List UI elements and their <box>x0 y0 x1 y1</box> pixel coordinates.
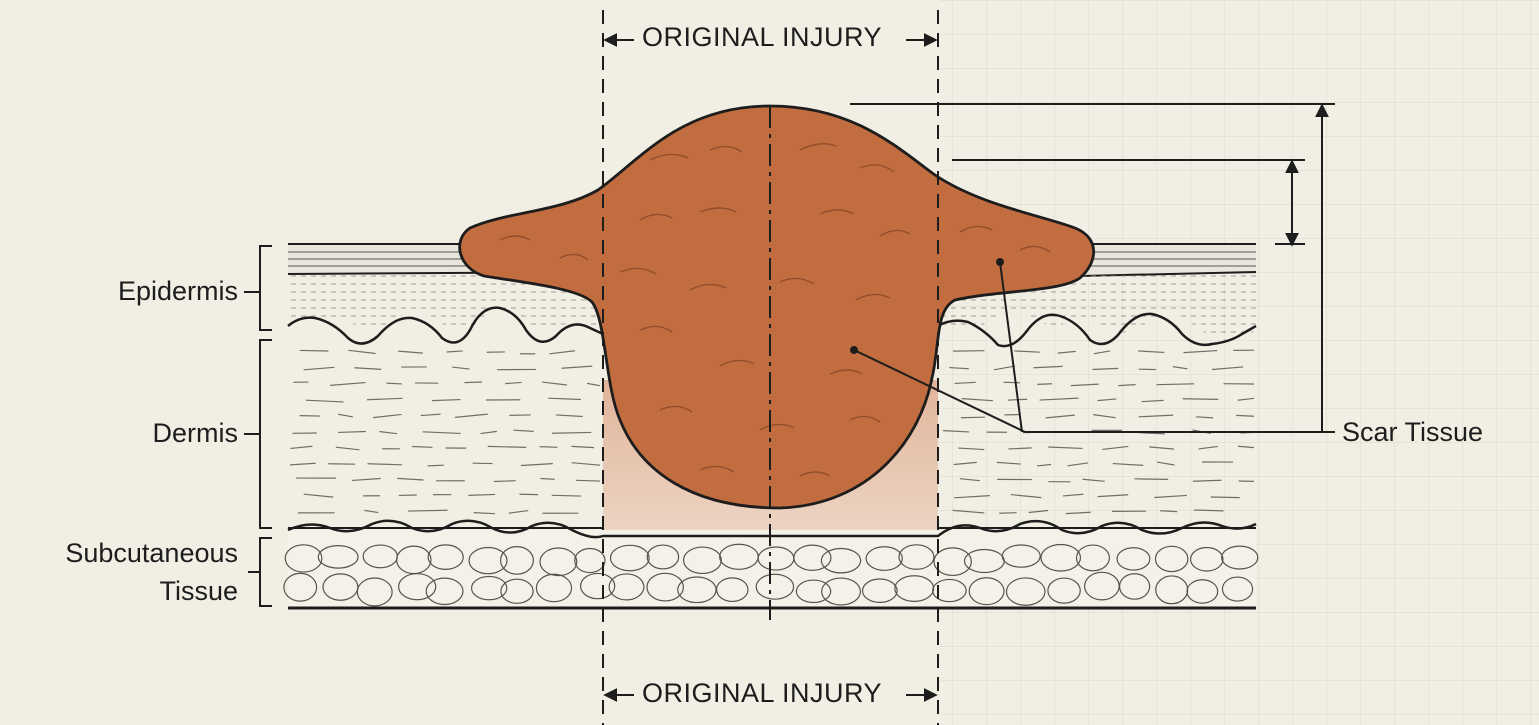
subcutaneous-label-line1: Subcutaneous <box>20 538 238 569</box>
grid-background <box>940 0 1539 725</box>
original-injury-top-label: ORIGINAL INJURY <box>638 22 886 53</box>
subcutaneous-label-line2: Tissue <box>20 576 238 607</box>
original-injury-bottom-label: ORIGINAL INJURY <box>638 678 886 709</box>
layer-brackets <box>244 246 272 606</box>
scar-tissue-label: Scar Tissue <box>1342 417 1483 448</box>
dermis-label: Dermis <box>60 418 238 449</box>
epidermis-label: Epidermis <box>60 276 238 307</box>
